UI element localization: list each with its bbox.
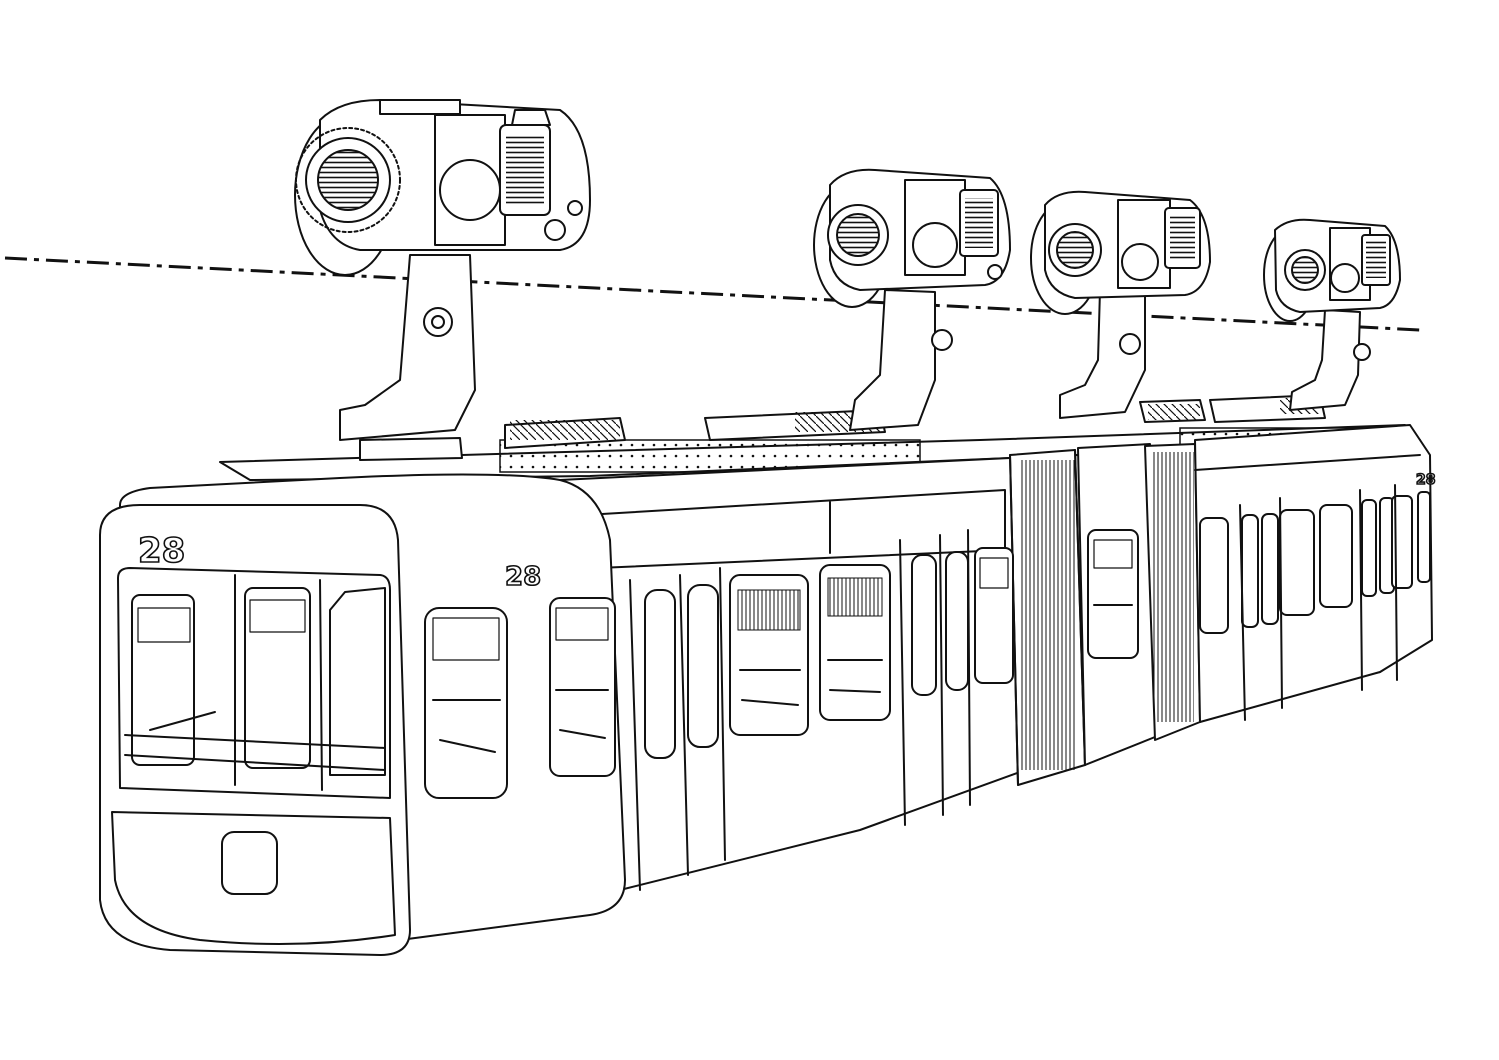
headlight-panel	[221, 831, 278, 895]
door-2	[899, 529, 971, 826]
articulation-bellows-2	[1144, 443, 1201, 741]
front-car-number: 28	[138, 531, 185, 571]
rear-car-number: 28	[1416, 472, 1435, 488]
bogie-4	[1263, 218, 1401, 411]
bogie-1	[294, 99, 591, 461]
side-car-number: 28	[505, 562, 541, 592]
side-windows: 28	[549, 471, 1436, 891]
bogie-2	[813, 168, 1011, 431]
bogie-3	[1030, 190, 1211, 419]
rail-centerline	[4, 256, 1421, 332]
articulation-bellows-1	[1009, 449, 1086, 786]
door-1	[629, 567, 726, 891]
